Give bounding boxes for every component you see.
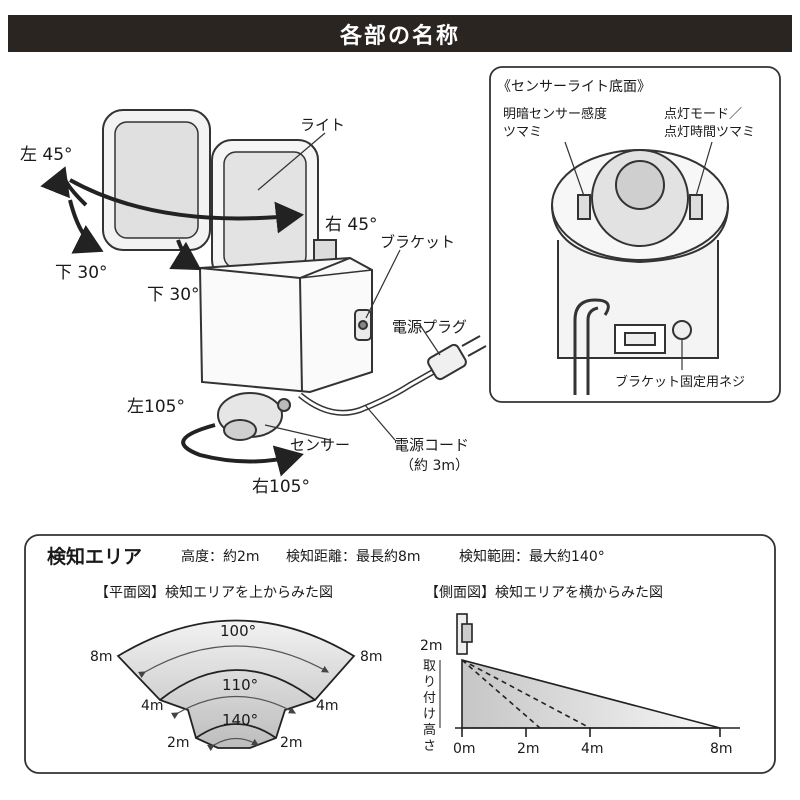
detection-height: 高度：約2m	[181, 548, 260, 565]
detection-distance: 検知距離：最長約8m	[286, 548, 421, 565]
label-light: ライト	[300, 116, 345, 134]
side-mount-char: け	[423, 707, 436, 722]
plan-d4-left: 4m	[141, 698, 164, 714]
plan-d8-right: 8m	[360, 649, 383, 665]
bottom-view-title: 《センサーライト底面》	[497, 79, 651, 95]
side-tick-2: 2m	[517, 741, 540, 757]
label-down30-b: 下 30°	[147, 285, 200, 305]
label-bracket: ブラケット	[380, 233, 455, 251]
detection-panel: 検知エリア 高度：約2m 検知距離：最長約8m 検知範囲：最大約140° 【平面…	[24, 534, 776, 774]
side-mount-char: 付	[423, 691, 436, 706]
page-title: 各部の名称	[8, 15, 792, 52]
side-mount-char: 取	[423, 659, 436, 674]
side-mount-char: さ	[423, 739, 436, 754]
label-right105: 右105°	[252, 477, 310, 497]
detection-range: 検知範囲：最大約140°	[459, 548, 605, 565]
detection-title: 検知エリア	[47, 545, 142, 568]
label-screw: ブラケット固定用ネジ	[615, 374, 745, 390]
plan-title: 【平面図】検知エリアを上からみた図	[95, 584, 333, 601]
label-brightness-knob-2: ツマミ	[503, 125, 542, 140]
side-tick-4: 4m	[581, 741, 604, 757]
mode-knob	[689, 194, 703, 220]
plan-angle-outer: 100°	[220, 622, 256, 640]
rotation-arrows	[40, 166, 304, 477]
label-mode-knob-1: 点灯モード／	[664, 107, 742, 122]
label-power-cord: 電源コード	[394, 436, 469, 454]
side-mount-char: 高	[423, 722, 436, 738]
main-body	[198, 256, 373, 394]
bottom-view-panel: 《センサーライト底面》 明暗センサー感度 ツマミ 点灯モード／ 点灯時間ツマミ	[489, 66, 781, 403]
side-mount-char: り	[423, 675, 436, 690]
power-plug	[427, 343, 467, 381]
label-left105: 左105°	[127, 397, 185, 417]
plan-d4-right: 4m	[316, 698, 339, 714]
screw-icon	[672, 320, 692, 340]
plan-d2-right: 2m	[280, 735, 303, 751]
leader-lines	[257, 132, 441, 441]
side-tick-0: 0m	[453, 741, 476, 757]
brightness-knob	[577, 194, 591, 220]
label-sensor: センサー	[290, 436, 350, 454]
label-brightness-knob-1: 明暗センサー感度	[503, 106, 607, 122]
side-height-label: 2m	[420, 638, 443, 654]
label-power-cord-len: （約 3m）	[400, 458, 469, 474]
label-mode-knob-2: 点灯時間ツマミ	[664, 125, 755, 140]
side-title: 【側面図】検知エリアを横からみた図	[425, 584, 663, 601]
plan-angle-inner: 140°	[222, 711, 258, 729]
label-down30-a: 下 30°	[55, 263, 108, 283]
plan-d2-left: 2m	[167, 735, 190, 751]
label-right45: 右 45°	[325, 215, 378, 235]
side-tick-8: 8m	[710, 741, 733, 757]
label-left45: 左 45°	[20, 145, 73, 165]
plan-angle-mid: 110°	[222, 676, 258, 694]
product-illustration	[102, 109, 487, 441]
plan-d8-left: 8m	[90, 649, 113, 665]
label-power-plug: 電源プラグ	[392, 318, 467, 336]
